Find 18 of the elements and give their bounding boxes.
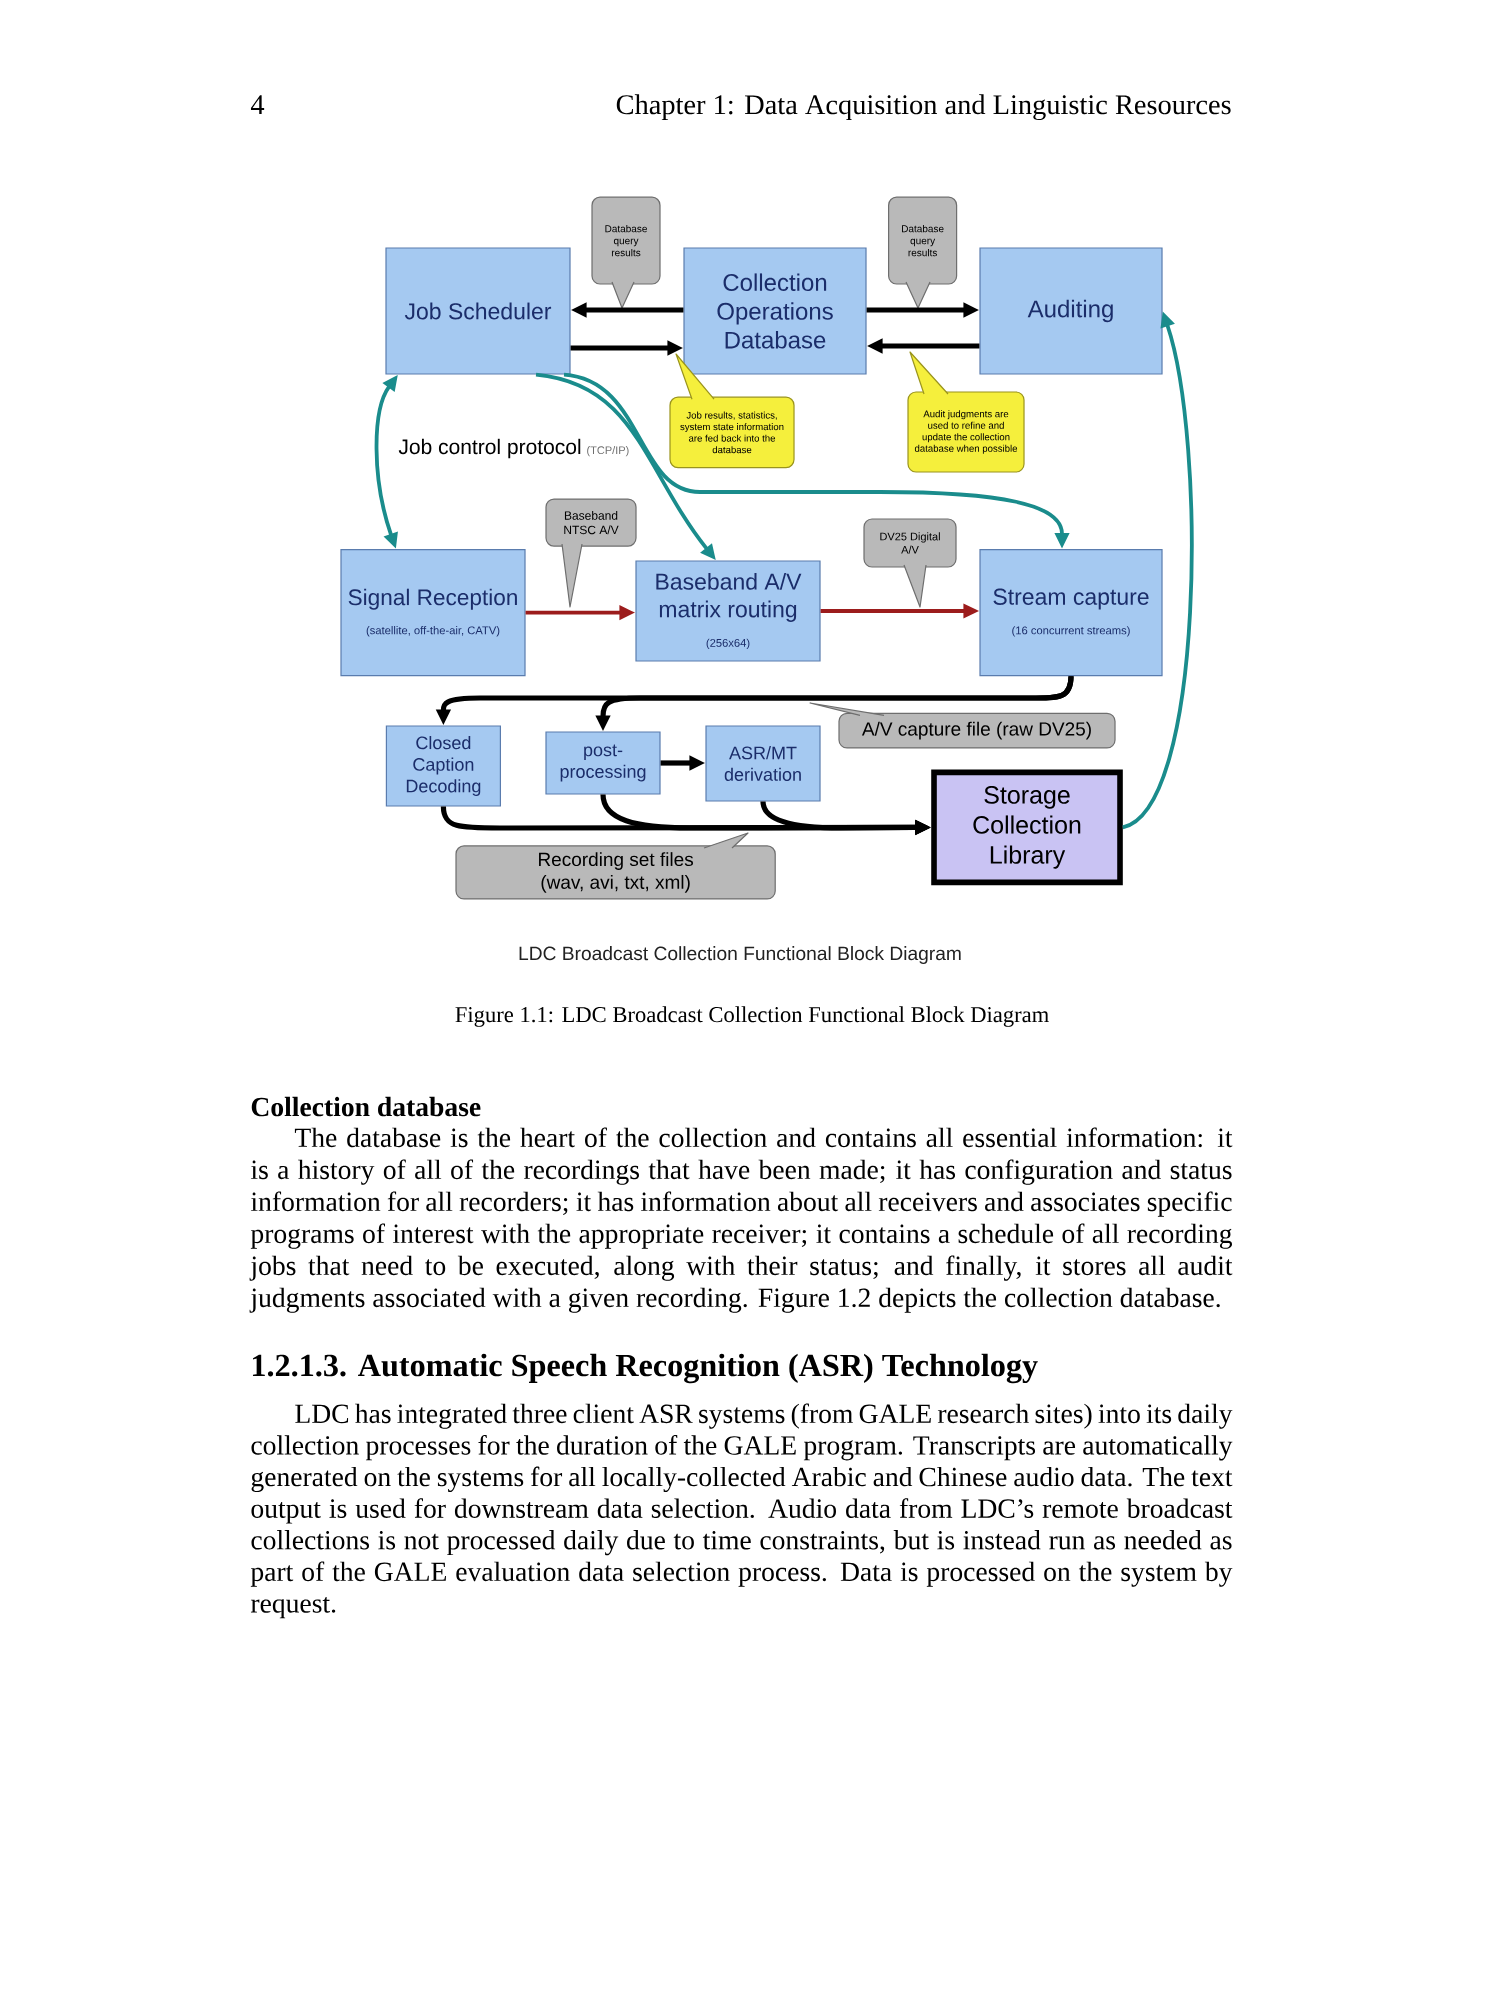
- page-number: 4: [250, 95, 265, 114]
- protocol-label: Job control protocol: [398, 438, 581, 459]
- running-header: Chapter 1: Data Acquisition and Linguistic Resources: [616, 94, 1231, 121]
- subsection-heading: 1.2.1.3. Automatic Speech Recognition (ASR) Technology: [253, 1353, 1038, 1384]
- callout-bubble: Recording set files (wav, avi, txt, xml): [455, 832, 776, 900]
- body-paragraph: LDC has integrated three client ASR systems (from GALE research sites) into its daily collection processes for the duration of the GALE program. Transcripts are automatically generated on the systems for all locally-collected Arabic and Chinese audio data. The text output is used for downstream data selection. Audio data from LDC’s remote broadcast collections is not processed daily due to time constraints, but is instead run as needed as part of the GALE evaluation data selection process. Data is processed on the system by request.: [250, 1403, 1233, 1619]
- process-box: ASR/MT derivation: [705, 725, 821, 802]
- storage-box: Storage Collection Library: [931, 769, 1123, 886]
- process-box: Closed Caption Decoding: [385, 725, 501, 807]
- process-box: Auditing: [979, 247, 1163, 375]
- process-box: Collection Operations Database: [683, 247, 867, 375]
- body-paragraph: The database is the heart of the collection and contains all essential information: it is a history of all of the recordings that have been made; it has configuration and status information for all recorders; it has information about all receivers and associates specific programs of interest with the appropriate receiver; it contains a schedule of all recording jobs that need to be executed, along with their status; and finally, it stores all audit judgments associated with a given recording. Figure 1.2 depicts the collection database.: [249, 1127, 1233, 1313]
- section-heading: Collection database: [251, 1096, 481, 1117]
- process-box: post-processing: [545, 731, 661, 795]
- diagram-title: LDC Broadcast Collection Functional Block Diagram: [519, 946, 961, 964]
- callout-bubble: A/V capture file (raw DV25): [809, 702, 1116, 749]
- process-box: Job Scheduler: [385, 247, 571, 375]
- figure-caption: Figure 1.1: LDC Broadcast Collection Functional Block Diagram: [455, 1006, 1049, 1027]
